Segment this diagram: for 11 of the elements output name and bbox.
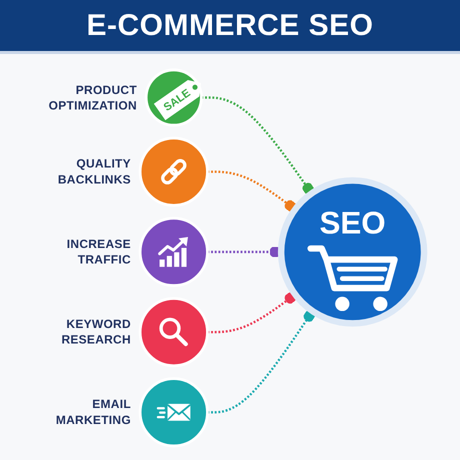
- node-circle: [139, 377, 210, 448]
- node-circle: [139, 297, 210, 368]
- node-circle: [139, 136, 210, 207]
- node-caption: QUALITY BACKLINKS: [58, 156, 132, 188]
- node-caption: EMAIL MARKETING: [56, 396, 132, 428]
- node-circle: SEO: [278, 177, 428, 327]
- node-caption: KEYWORD RESEARCH: [62, 316, 132, 348]
- title: E-COMMERCE SEO: [86, 8, 374, 42]
- node-caption: INCREASE TRAFFIC: [67, 236, 132, 268]
- node-caption: PRODUCT OPTIMIZATION: [49, 82, 138, 114]
- node-circle: [139, 216, 210, 287]
